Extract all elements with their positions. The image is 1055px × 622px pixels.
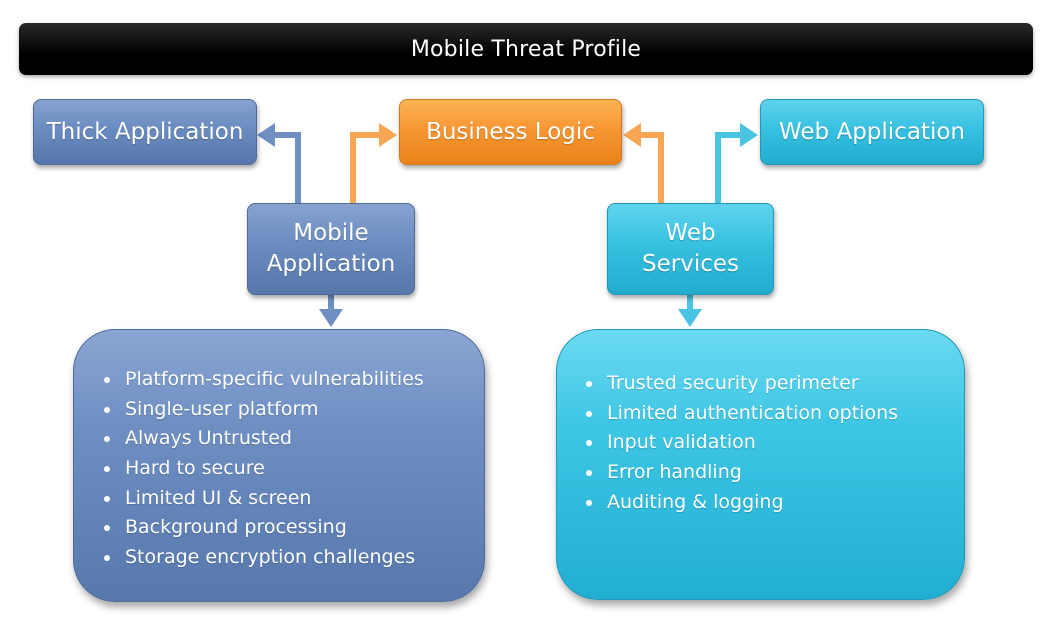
list-item: Background processing (101, 513, 484, 543)
list-item: Platform-specific vulnerabilities (101, 365, 484, 395)
web-services-label-line1: Web (665, 220, 716, 246)
list-item: Input validation (583, 428, 964, 458)
list-item: Error handling (583, 458, 964, 488)
web-threats-panel: Trusted security perimeter Limited authe… (556, 329, 965, 600)
web-application-box: Web Application (760, 99, 984, 165)
web-application-label: Web Application (779, 118, 965, 145)
diagram-title: Mobile Threat Profile (410, 36, 642, 62)
list-item: Limited UI & screen (101, 484, 484, 514)
list-item: Auditing & logging (583, 488, 964, 518)
arrow-web-to-webapp (715, 123, 758, 203)
list-item: Always Untrusted (101, 424, 484, 454)
list-item: Hard to secure (101, 454, 484, 484)
list-item: Trusted security perimeter (583, 369, 964, 399)
web-threats-list: Trusted security perimeter Limited authe… (583, 369, 964, 517)
mobile-application-label-line1: Mobile (293, 220, 369, 246)
business-logic-box: Business Logic (399, 99, 622, 165)
list-item: Storage encryption challenges (101, 543, 484, 573)
business-logic-label: Business Logic (426, 118, 595, 145)
thick-application-label: Thick Application (46, 118, 244, 145)
mobile-threats-panel: Platform-specific vulnerabilities Single… (73, 329, 485, 602)
mobile-threats-list: Platform-specific vulnerabilities Single… (101, 365, 484, 573)
arrow-web-to-business (623, 123, 664, 203)
web-services-box: Web Services (607, 203, 774, 295)
list-item: Single-user platform (101, 395, 484, 425)
list-item: Limited authentication options (583, 399, 964, 429)
arrow-mobile-to-business (350, 123, 397, 203)
mobile-application-label-line2: Application (266, 251, 396, 277)
thick-application-box: Thick Application (33, 99, 257, 165)
mobile-application-box: Mobile Application (247, 203, 415, 295)
web-services-label-line2: Services (642, 251, 739, 277)
title-bar: Mobile Threat Profile (19, 23, 1033, 75)
arrow-mobile-to-thick (257, 123, 301, 203)
